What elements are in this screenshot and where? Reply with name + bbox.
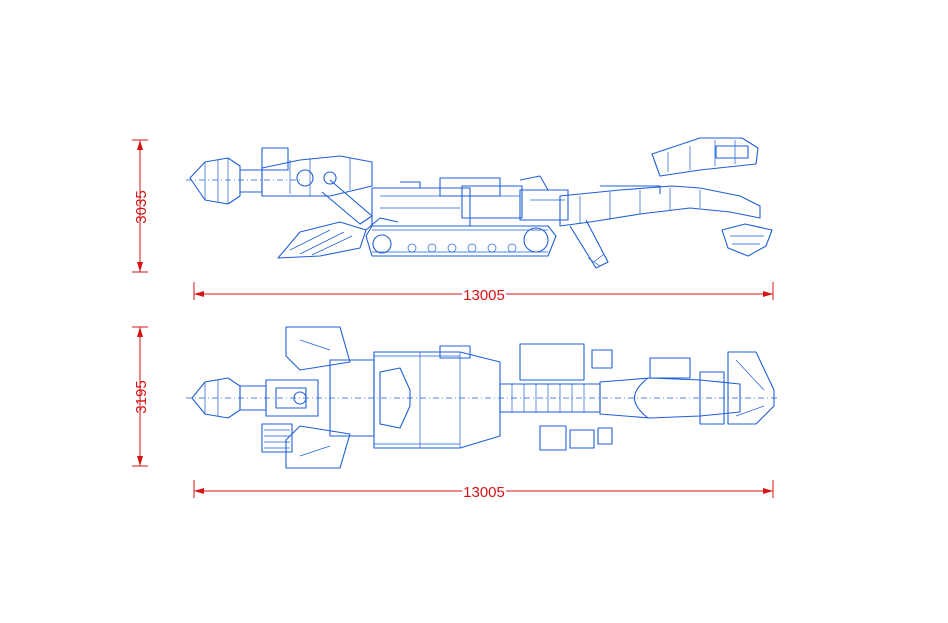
loading-apron-side: [277, 217, 399, 259]
top-view-machine: [186, 326, 780, 469]
top-width-dimension: 3195: [132, 326, 150, 467]
top-length-dimension: 13005: [193, 480, 774, 504]
side-height-dimension: 3035: [132, 139, 150, 273]
rear-bucket-top: [727, 351, 775, 425]
cutter-head-side: [186, 157, 300, 205]
conveyor-side: [559, 185, 761, 269]
cutter-boom-top: [265, 379, 319, 417]
side-length-label: 13005: [463, 287, 505, 304]
top-view-dimensions: 3195 13005: [132, 326, 774, 504]
top-width-label: 3195: [133, 380, 150, 413]
gathering-arms-top: [261, 326, 351, 469]
crawler-track-side: [365, 225, 557, 257]
side-height-label: 3035: [133, 190, 150, 223]
main-body-top: [329, 343, 613, 451]
main-body-side: [371, 175, 569, 227]
rear-arm-side: [651, 137, 759, 177]
top-length-label: 13005: [463, 484, 505, 501]
side-view-dimensions: 3035 13005: [132, 139, 774, 307]
rear-bucket-side: [721, 223, 773, 257]
conveyor-top: [499, 357, 741, 425]
side-length-dimension: 13005: [193, 282, 774, 307]
side-view-machine: [186, 137, 773, 269]
cutter-boom-side: [261, 147, 373, 225]
